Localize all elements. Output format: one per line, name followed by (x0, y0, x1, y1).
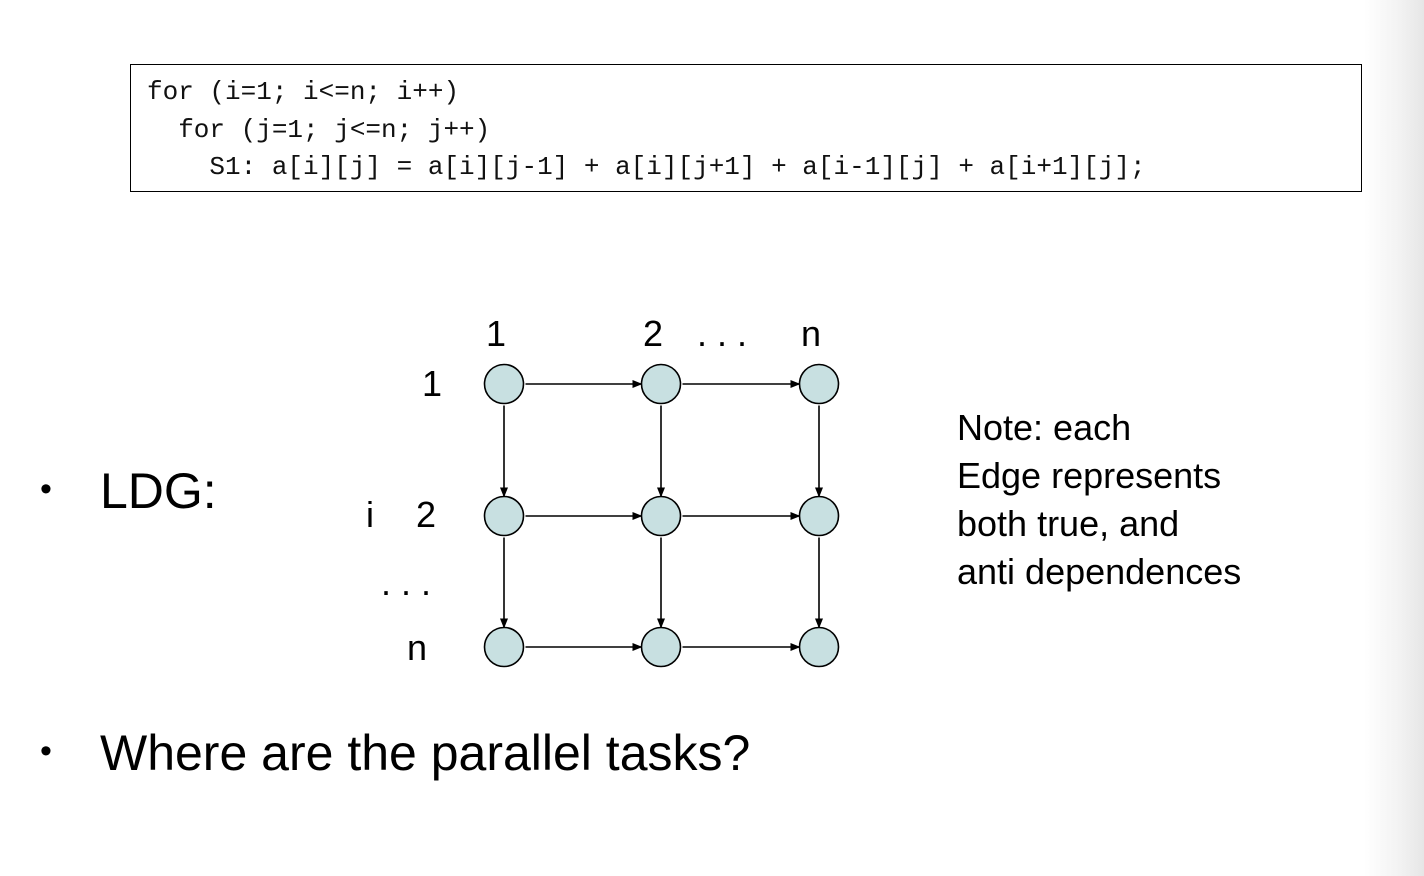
column-label-1: 1 (486, 313, 507, 354)
bullet-question-text: Where are the parallel tasks? (100, 725, 751, 781)
dependence-edges (500, 380, 823, 651)
note-line-4: anti dependences (957, 551, 1242, 592)
iteration-node-1-2 (640, 363, 682, 405)
row-label-n: n (407, 627, 428, 668)
note-line-3: both true, and (957, 503, 1180, 544)
code-line-3: S1: a[i][j] = a[i][j-1] + a[i][j+1] + a[… (147, 152, 1146, 182)
column-label-ellipsis: . . . (697, 313, 748, 354)
column-label-n: n (801, 313, 822, 354)
bullet-ldg-text: LDG: (100, 463, 217, 519)
iteration-node-1-1 (483, 363, 525, 405)
code-line-2: for (j=1; j<=n; j++) (147, 115, 491, 145)
code-listing: for (i=1; i<=n; i++) for (j=1; j<=n; j++… (130, 64, 1362, 192)
iteration-node-2-3 (798, 495, 840, 537)
note-line-1: Note: each (957, 407, 1132, 448)
code-line-1: for (i=1; i<=n; i++) (147, 77, 460, 107)
iteration-node-2-1 (483, 495, 525, 537)
column-label-2: 2 (643, 313, 664, 354)
slide-edge-shade (1364, 0, 1424, 876)
row-axis-label: i (366, 494, 374, 535)
bullet-marker: • (40, 732, 52, 770)
bullet-marker: • (40, 470, 52, 508)
iteration-node-3-2 (640, 626, 682, 668)
row-label-ellipsis: . . . (381, 562, 432, 603)
iteration-node-3-1 (483, 626, 525, 668)
iteration-node-3-3 (798, 626, 840, 668)
row-label-2: 2 (416, 494, 437, 535)
note-line-2: Edge represents (957, 455, 1222, 496)
iteration-node-1-3 (798, 363, 840, 405)
row-label-1: 1 (422, 363, 443, 404)
iteration-node-2-2 (640, 495, 682, 537)
iteration-nodes (483, 363, 840, 668)
